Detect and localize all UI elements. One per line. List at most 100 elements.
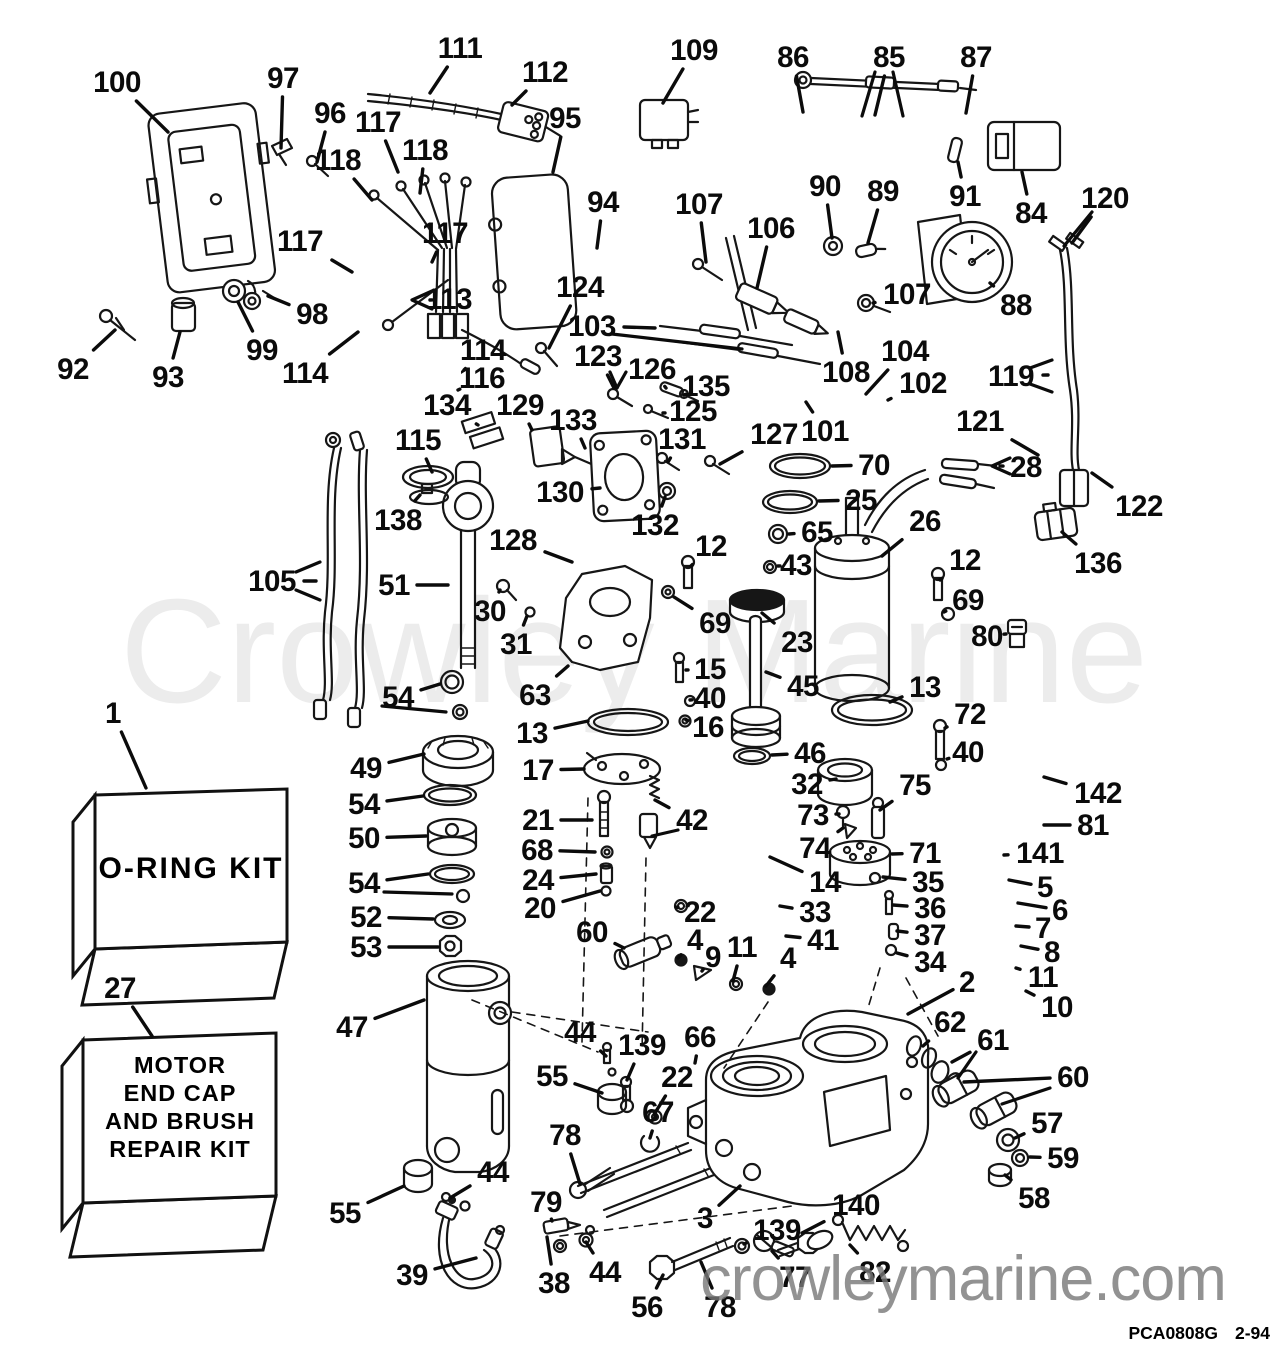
- callout-39: 39: [396, 1259, 428, 1292]
- leader-line-124: [547, 304, 572, 350]
- nut-69-left-drawing: [660, 584, 676, 600]
- callout-105: 105: [248, 565, 296, 598]
- spring-82-drawing: [831, 1213, 910, 1253]
- leader-line-140: [800, 1219, 826, 1235]
- leader-line-117: [330, 258, 354, 274]
- leader-line-41: [784, 934, 802, 940]
- leader-line-7: [1014, 924, 1031, 929]
- callout-93: 93: [152, 361, 184, 394]
- construction-lines: [471, 797, 939, 1237]
- callout-7: 7: [1035, 912, 1051, 945]
- callout-136: 136: [1074, 547, 1122, 580]
- callout-139: 139: [753, 1214, 801, 1247]
- leader-line-24: [559, 872, 598, 880]
- callout-1: 1: [105, 697, 121, 730]
- leader-line-12: [938, 576, 944, 582]
- callout-8: 8: [1044, 936, 1060, 969]
- leader-line-88: [988, 281, 996, 288]
- sleeve-32-drawing: [816, 757, 874, 807]
- leader-line-4: [676, 953, 683, 960]
- callout-10: 10: [1041, 991, 1073, 1024]
- callout-123: 123: [574, 340, 622, 373]
- leader-line-86: [794, 74, 805, 114]
- ring-11-left-drawing: [728, 976, 744, 992]
- pins-3-drawing: [576, 1141, 721, 1219]
- leader-line-39: [433, 1256, 478, 1271]
- oring-54-bottom-drawing: [428, 863, 476, 904]
- callout-62: 62: [934, 1006, 966, 1039]
- callout-68: 68: [521, 834, 553, 867]
- callout-100: 100: [93, 66, 141, 99]
- cone-74-drawing: [843, 822, 858, 840]
- callout-54: 54: [348, 788, 381, 821]
- spool-50-drawing: [426, 817, 478, 857]
- leader-line-5: [1007, 878, 1033, 886]
- oring-kit-label: O-RING KIT: [99, 852, 284, 885]
- leader-line-4: [764, 974, 776, 988]
- leader-line-49: [387, 752, 426, 765]
- callout-65: 65: [801, 516, 833, 549]
- leader-line-22: [653, 1094, 668, 1115]
- callout-41: 41: [807, 924, 839, 957]
- leader-line-89: [866, 208, 880, 245]
- callout-53: 53: [350, 931, 382, 964]
- leader-line-109: [661, 67, 685, 105]
- callout-32: 32: [791, 768, 823, 801]
- leader-line-69: [942, 609, 948, 614]
- callout-54: 54: [382, 681, 415, 714]
- leader-line-97: [279, 95, 285, 150]
- callout-21: 21: [522, 804, 554, 837]
- connector-84-drawing: [986, 120, 1062, 172]
- plate-17-drawing: [582, 751, 662, 786]
- callout-71: 71: [909, 837, 941, 870]
- callout-84: 84: [1015, 197, 1048, 230]
- leader-line-116: [456, 387, 462, 392]
- cylinder-47-drawing: [425, 959, 513, 1174]
- callout-3: 3: [697, 1202, 713, 1235]
- callout-52: 52: [350, 901, 382, 934]
- callout-79: 79: [530, 1186, 562, 1219]
- ring-65-drawing: [767, 523, 789, 545]
- callout-134: 134: [423, 389, 472, 422]
- callout-40: 40: [694, 682, 726, 715]
- valve-75-drawing: [870, 796, 886, 840]
- leader-line-102: [886, 396, 893, 402]
- leader-line-78: [569, 1152, 582, 1186]
- callout-44: 44: [564, 1016, 597, 1049]
- plug-80-drawing: [1006, 618, 1028, 649]
- callout-90: 90: [809, 170, 841, 203]
- valve-42-drawing: [638, 774, 661, 850]
- callout-139: 139: [618, 1029, 666, 1062]
- leader-line-44: [584, 1240, 595, 1255]
- leader-line-93: [171, 330, 182, 360]
- callout-119: 119: [988, 360, 1034, 393]
- callout-63: 63: [519, 679, 551, 712]
- leader-line-114: [462, 366, 468, 372]
- endcap-71-drawing: [828, 839, 892, 887]
- callout-56: 56: [631, 1291, 663, 1324]
- callout-11: 11: [1028, 961, 1058, 994]
- callout-17: 17: [522, 754, 554, 787]
- callout-125: 125: [669, 395, 717, 428]
- callout-127: 127: [750, 418, 798, 451]
- leader-line-25: [817, 498, 840, 503]
- callout-126: 126: [628, 353, 676, 386]
- leader-line-13: [553, 719, 590, 730]
- callout-103: 103: [568, 310, 616, 343]
- harness-113-drawing: [368, 172, 541, 375]
- callout-95: 95: [549, 102, 581, 135]
- callout-121: 121: [956, 405, 1004, 438]
- leader-line-117: [383, 139, 400, 174]
- callout-88: 88: [1000, 289, 1032, 322]
- ring-68-drawing: [600, 845, 614, 859]
- leader-line-112: [510, 89, 528, 107]
- leader-line-9: [700, 967, 705, 973]
- leader-line-135: [682, 392, 688, 397]
- callout-81: 81: [1077, 809, 1109, 842]
- leader-line-45: [764, 670, 782, 679]
- leader-line-1: [119, 730, 148, 790]
- rod-51-drawing: [441, 460, 495, 670]
- plug-57-drawing: [995, 1127, 1021, 1153]
- gauge-88-drawing: [916, 213, 1014, 306]
- callout-97: 97: [267, 62, 299, 95]
